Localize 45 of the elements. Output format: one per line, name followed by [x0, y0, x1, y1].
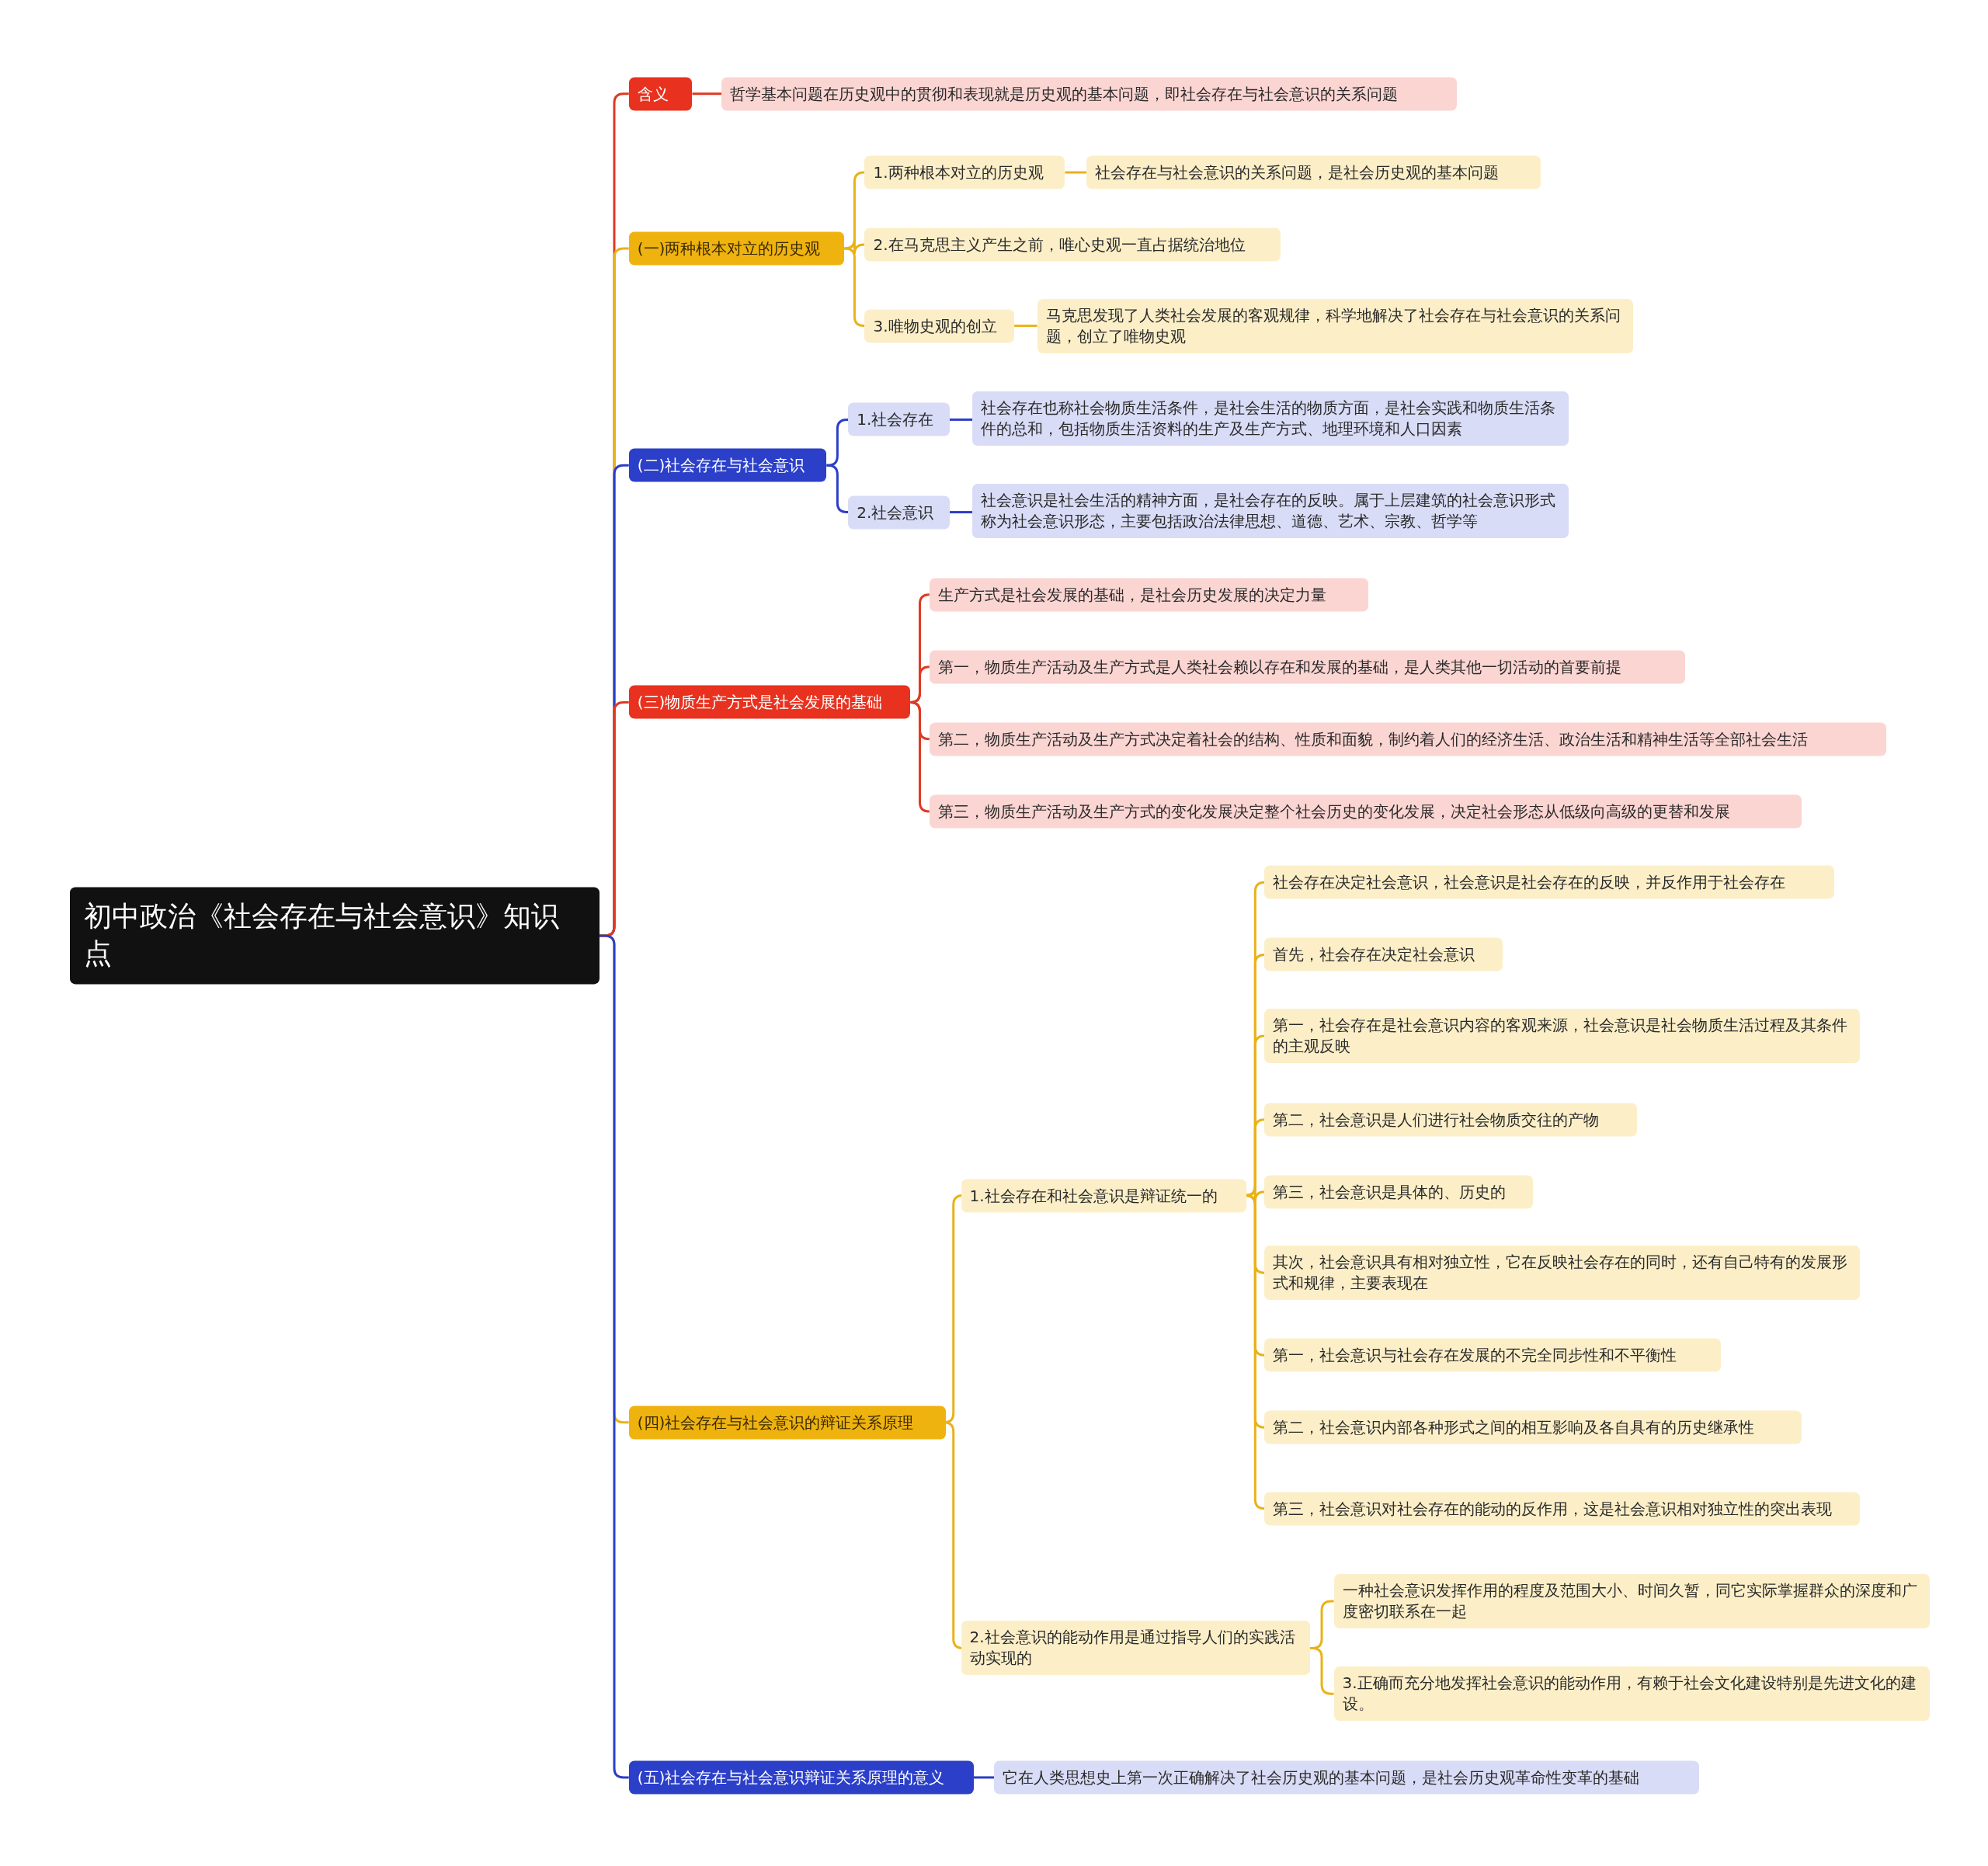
leaf-box: 2.社会意识 [848, 495, 950, 530]
leaf-box: 第二，社会意识是人们进行社会物质交往的产物 [1263, 1103, 1637, 1137]
branch-box: (三)物质生产方式是社会发展的基础 [628, 686, 911, 719]
leaf-box: 第三，物质生产活动及生产方式的变化发展决定整个社会历史的变化发展，决定社会形态从低级向高级的更替和发展 [929, 794, 1802, 829]
leaf-box: 第一，社会存在是社会意识内容的客观来源，社会意识是社会物质生活过程及其条件的主观反映 [1263, 1008, 1861, 1063]
leaf-box: 社会存在决定社会意识，社会意识是社会存在的反映，并反作用于社会存在 [1263, 865, 1835, 899]
leaf-box: 其次，社会意识具有相对独立性，它在反映社会存在的同时，还有自己特有的发展形式和规律，主要表现在 [1263, 1246, 1861, 1301]
leaf-box: 1.社会存在和社会意识是辩证统一的 [961, 1179, 1246, 1213]
connector-line [909, 701, 930, 813]
leaf-box: 它在人类思想史上第一次正确解决了社会历史观的基本问题，是社会历史观革命性变革的基础 [994, 1760, 1699, 1795]
branch-box: 含义 [628, 77, 693, 111]
connector-line [949, 418, 973, 421]
leaf-box: 3.唯物史观的创立 [864, 309, 1015, 343]
leaf-box: 社会意识是社会生活的精神方面，是社会存在的反映。属于上层建筑的社会意识形式称为社会意识形态，主要包括政治法律思想、道德、艺术、宗教、哲学等 [972, 483, 1569, 538]
leaf-box: 2.在马克思主义产生之前，唯心史观一直占据统治地位 [864, 228, 1281, 262]
connector-line [949, 511, 973, 514]
connector-line [692, 92, 721, 96]
leaf-box: 2.社会意识的能动作用是通过指导人们的实践活动实现的 [961, 1621, 1310, 1676]
leaf-box: 社会存在也称社会物质生活条件，是社会生活的物质方面，是社会实践和物质生活条件的总和，包括物质生活资料的生产及生产方式、地理环境和人口因素 [972, 391, 1569, 446]
leaf-box: 生产方式是社会发展的基础，是社会历史发展的决定力量 [929, 578, 1368, 612]
branch-box: (二)社会存在与社会意识 [628, 448, 827, 482]
leaf-box: 第三，社会意识是具体的、历史的 [1263, 1175, 1533, 1209]
connector-line [843, 247, 865, 328]
leaf-box: 第一，物质生产活动及生产方式是人类社会赖以存在和发展的基础，是人类其他一切活动的首要前提 [929, 650, 1685, 684]
leaf-box: 第三，社会意识对社会存在的能动的反作用，这是社会意识相对独立性的突出表现 [1263, 1492, 1861, 1526]
connector-line [826, 464, 849, 514]
leaf-box: 马克思发现了人类社会发展的客观规律，科学地解决了社会存在与社会意识的关系问题，创立了唯物史观 [1037, 298, 1633, 353]
connector-line [1014, 325, 1037, 328]
leaf-box: 3.正确而充分地发挥社会意识的能动作用，有赖于社会文化建设特别是先进文化的建设。 [1333, 1666, 1930, 1722]
connector-line [1065, 171, 1087, 174]
branch-box: (一)两种根本对立的历史观 [628, 231, 845, 266]
central-topic-box: 初中政治《社会存在与社会意识》知识点 [69, 887, 600, 985]
branch-box: (五)社会存在与社会意识辩证关系原理的意义 [628, 1760, 974, 1795]
leaf-box: 首先，社会存在决定社会意识 [1263, 937, 1503, 971]
leaf-box: 社会存在与社会意识的关系问题，是社会历史观的基本问题 [1086, 155, 1541, 189]
leaf-box: 1.两种根本对立的历史观 [864, 155, 1065, 189]
leaf-box: 一种社会意识发挥作用的程度及范围大小、时间久暂，同它实际掌握群众的深度和广度密切联系在一起 [1333, 1574, 1930, 1629]
leaf-box: 第二，物质生产活动及生产方式决定着社会的结构、性质和面貌，制约着人们的经济生活、政治生活和精神生活等全部社会生活 [929, 722, 1887, 756]
leaf-box: 哲学基本问题在历史观中的贯彻和表现就是历史观的基本问题，即社会存在与社会意识的关系问题 [721, 77, 1457, 111]
leaf-box: 第二，社会意识内部各种形式之间的相互影响及各自具有的历史继承性 [1263, 1410, 1802, 1444]
leaf-box: 1.社会存在 [848, 402, 950, 436]
connector-line [973, 1776, 994, 1779]
branch-box: (四)社会存在与社会意识的辩证关系原理 [628, 1406, 946, 1440]
leaf-box: 第一，社会意识与社会存在发展的不完全同步性和不平衡性 [1263, 1338, 1721, 1372]
connector-line [843, 238, 865, 255]
